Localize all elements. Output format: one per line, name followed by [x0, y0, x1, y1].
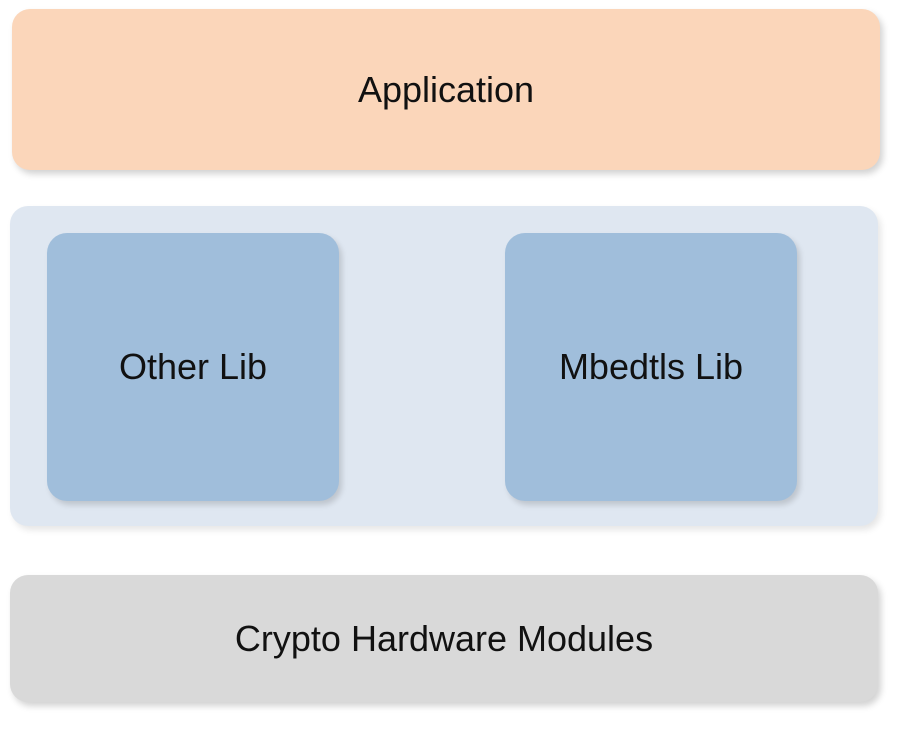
- crypto-hardware-layer: Crypto Hardware Modules: [10, 575, 878, 702]
- application-label: Application: [357, 68, 535, 110]
- other-lib-label: Other Lib: [118, 346, 268, 387]
- application-layer: Application: [12, 9, 880, 170]
- library-layer: Other Lib Mbedtls Lib: [10, 206, 878, 526]
- other-lib-box: Other Lib: [47, 233, 339, 501]
- mbedtls-lib-label: Mbedtls Lib: [558, 346, 744, 387]
- mbedtls-lib-box: Mbedtls Lib: [505, 233, 797, 501]
- crypto-hardware-label: Crypto Hardware Modules: [234, 617, 654, 659]
